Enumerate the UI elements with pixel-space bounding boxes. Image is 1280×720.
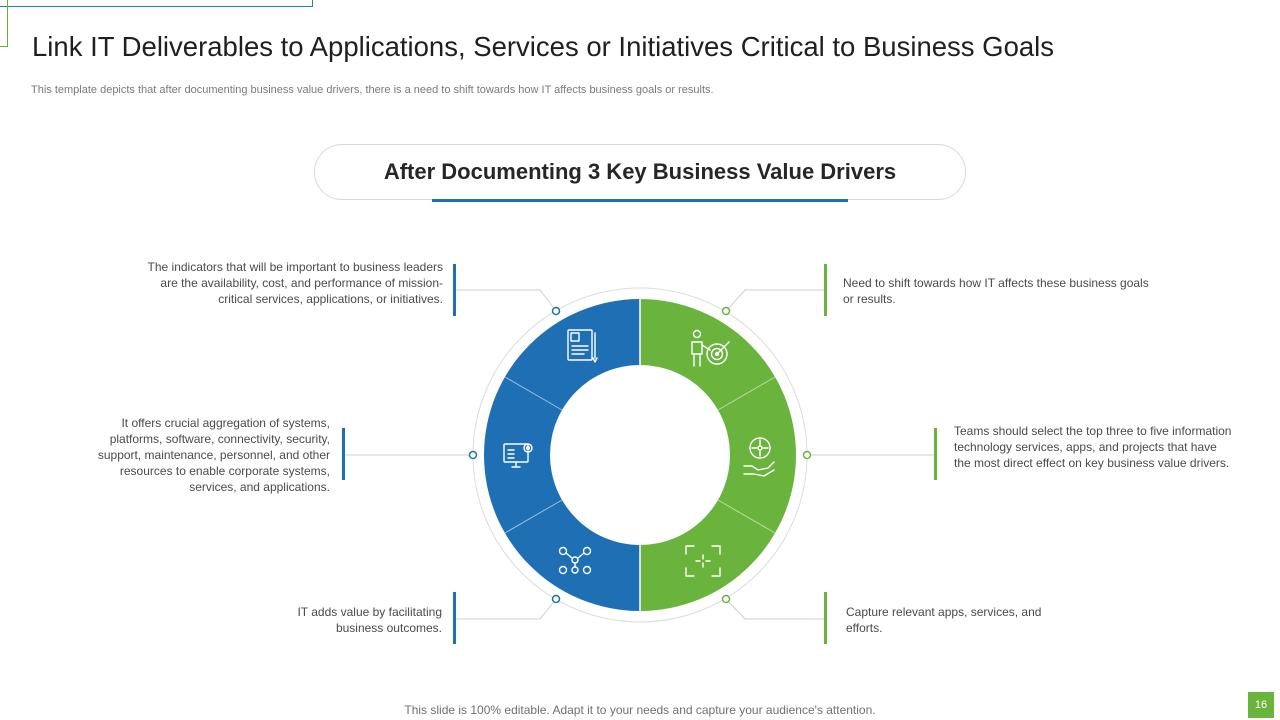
network-people-icon: [558, 546, 592, 575]
accent-bar-mid-left: [342, 428, 345, 480]
description-mid-right: Teams should select the top three to fiv…: [954, 424, 1232, 470]
accent-bar-top-left: [453, 264, 456, 316]
description-bottom-left: IT adds value by facilitating business o…: [297, 605, 442, 635]
description-top-left: The indicators that will be important to…: [147, 260, 443, 306]
accent-bar-bottom-left: [453, 592, 456, 644]
footer-note: This slide is 100% editable. Adapt it to…: [0, 703, 1280, 717]
monitor-gear-icon: [503, 443, 533, 468]
hand-network-icon: [743, 437, 775, 477]
header-underline: [432, 199, 848, 202]
donut-left-half: [484, 299, 640, 611]
presenter-target-icon: [691, 329, 730, 367]
slide-subtitle: This template depicts that after documen…: [31, 84, 714, 96]
accent-bar-bottom-right: [824, 592, 827, 644]
document-icon: [567, 329, 598, 363]
footer-text: This slide is 100% editable. Adapt it to…: [404, 703, 876, 717]
description-top-right: Need to shift towards how IT affects the…: [843, 276, 1149, 306]
segment-separators: [504, 376, 776, 534]
focus-frame-icon: [685, 545, 721, 577]
connector-dots: [468, 306, 812, 604]
accent-bar-mid-right: [934, 428, 937, 480]
accent-bar-top-right: [824, 264, 827, 316]
corner-accent-blue: [0, 0, 313, 7]
slide-title: Link IT Deliverables to Applications, Se…: [32, 31, 1055, 62]
description-bottom-right: Capture relevant apps, services, and eff…: [846, 605, 1042, 635]
header-text: After Documenting 3 Key Business Value D…: [383, 159, 897, 184]
header-pill: After Documenting 3 Key Business Value D…: [314, 144, 966, 200]
description-mid-left: It offers crucial aggregation of systems…: [97, 416, 330, 494]
donut-right-half: [640, 299, 796, 611]
page-number: 16: [1248, 692, 1274, 718]
corner-accent-green: [0, 0, 8, 47]
connectors: [345, 289, 936, 620]
